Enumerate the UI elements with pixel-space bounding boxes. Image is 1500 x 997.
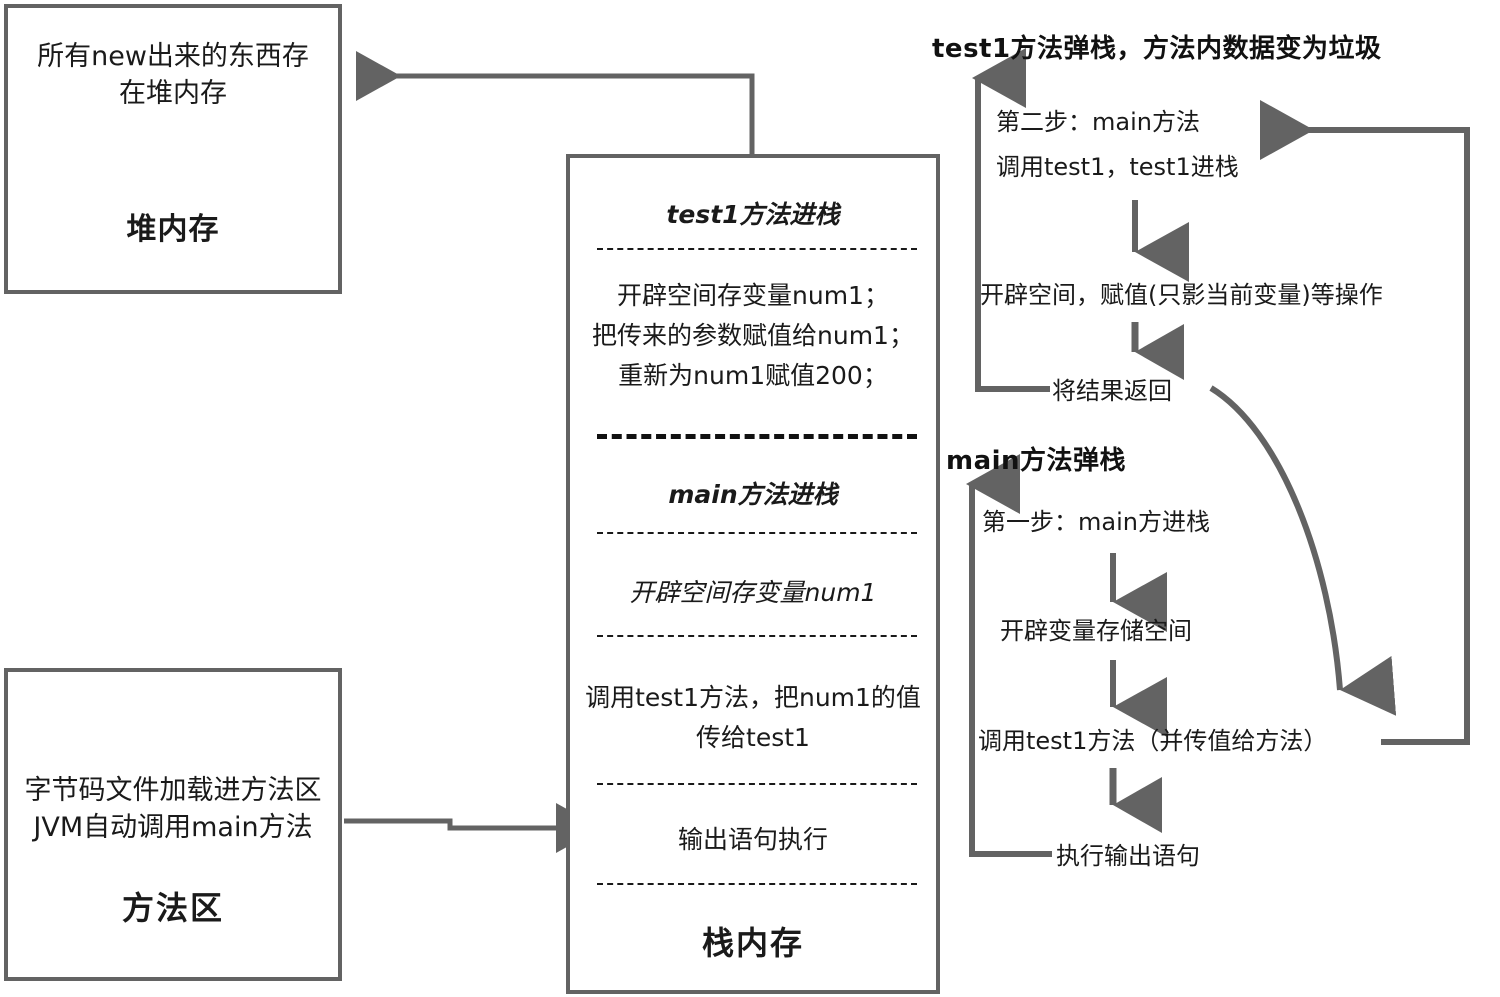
stack-title: 栈内存: [701, 924, 804, 962]
heap-title: 堆内存: [126, 212, 220, 247]
stack-separator-4: [597, 635, 917, 637]
heap-description-line1: 所有new出来的东西存: [37, 41, 309, 72]
stack-frame-main-heading: main方法进栈: [668, 480, 838, 509]
stack-frame-test1-line-1: 开辟空间存变量num1；: [617, 281, 889, 310]
wire-methodarea-to-stack: [344, 803, 601, 853]
stack-separator-2: [597, 434, 917, 439]
method-area-title: 方法区: [121, 889, 224, 927]
stack-frame-test1-body: 开辟空间存变量num1； 把传来的参数赋值给num1； 重新为num1赋值200…: [570, 276, 936, 396]
stack-separator-3: [597, 532, 917, 534]
method-area-box: 字节码文件加载进方法区 JVM自动调用main方法 方法区: [4, 668, 342, 981]
stack-separator-6: [597, 883, 917, 885]
stack-separator-1: [597, 248, 917, 250]
wire-stack-to-heap: [356, 51, 755, 155]
wire-return-curve-down: [1209, 385, 1397, 716]
flow-pop-main-title: main方法弹栈: [946, 446, 1127, 476]
stack-frame-main-call-line-2: 传给test1: [696, 723, 810, 752]
method-area-description-line1: 字节码文件加载进方法区: [24, 775, 322, 806]
method-area-description: 字节码文件加载进方法区 JVM自动调用main方法: [8, 772, 338, 846]
stack-frame-main-call-lines: 调用test1方法，把num1的值 传给test1: [570, 678, 936, 758]
stack-frame-test1-line-3: 重新为num1赋值200；: [618, 361, 888, 390]
flow-step2-line2: 调用test1，test1进栈: [996, 153, 1239, 181]
heap-description-line2: 在堆内存: [119, 78, 227, 109]
stack-memory-box: test1方法进栈 开辟空间存变量num1； 把传来的参数赋值给num1； 重新…: [566, 154, 940, 994]
flow-call-test1: 调用test1方法（并传值给方法）: [978, 727, 1328, 755]
stack-separator-5: [597, 783, 917, 785]
heap-memory-box: 所有new出来的东西存 在堆内存 堆内存: [4, 4, 342, 294]
wire-call-loop-to-step2: [1260, 100, 1470, 745]
flow-alloc-var-space: 开辟变量存储空间: [1000, 617, 1192, 645]
stack-frame-main-output-line: 输出语句执行: [677, 825, 828, 854]
flow-pop-test1-title: test1方法弹栈，方法内数据变为垃圾: [932, 34, 1382, 64]
method-area-description-line2: JVM自动调用main方法: [33, 812, 313, 843]
flow-return-result: 将结果返回: [1052, 377, 1172, 405]
flow-step2-line1: 第二步：main方法: [996, 108, 1200, 136]
flow-step1: 第一步：main方进栈: [982, 508, 1210, 536]
flow-exec-output: 执行输出语句: [1056, 842, 1200, 870]
flow-alloc-assign: 开辟空间，赋值(只影当前变量)等操作: [980, 281, 1383, 309]
heap-description: 所有new出来的东西存 在堆内存: [8, 38, 338, 112]
stack-frame-test1-heading: test1方法进栈: [666, 200, 840, 229]
stack-frame-main-call-line-1: 调用test1方法，把num1的值: [585, 683, 921, 712]
stack-frame-test1-line-2: 把传来的参数赋值给num1；: [592, 321, 914, 350]
stack-frame-main-variable-line: 开辟空间存变量num1: [629, 578, 877, 607]
